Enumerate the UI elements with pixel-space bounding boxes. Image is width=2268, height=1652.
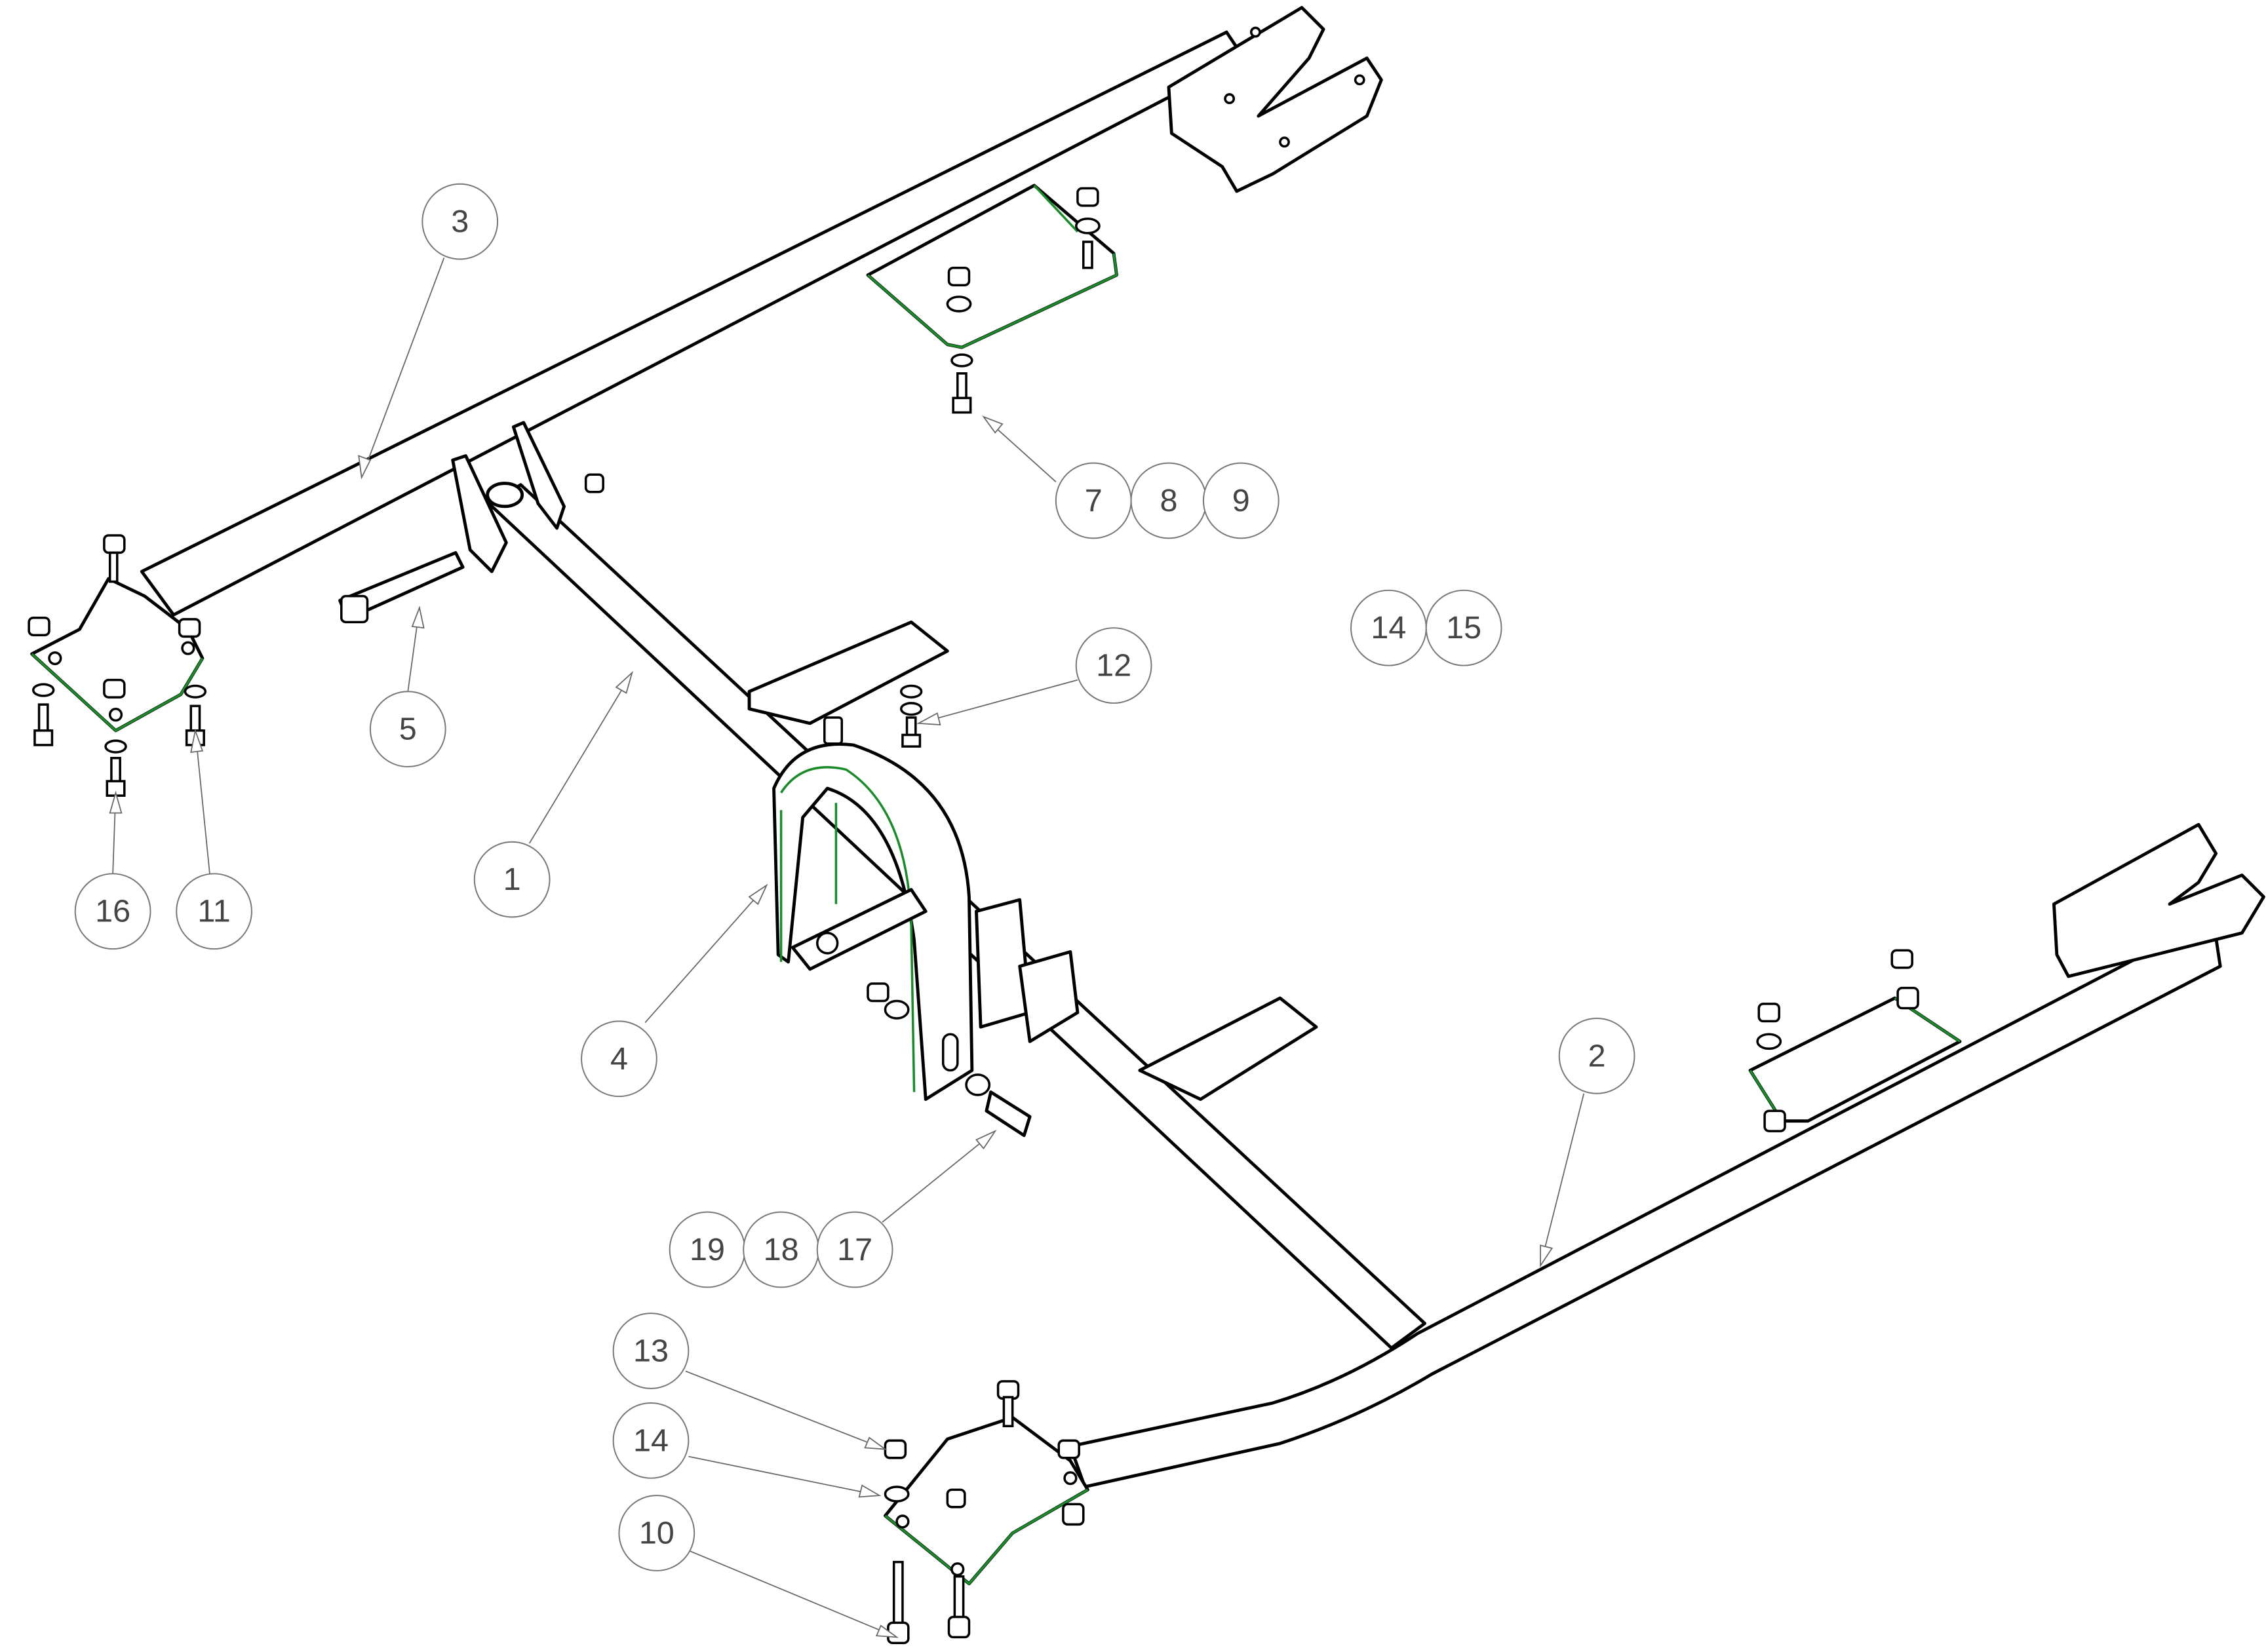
svg-text:5: 5 — [399, 712, 417, 747]
svg-text:11: 11 — [197, 894, 230, 929]
svg-text:14: 14 — [633, 1423, 669, 1458]
callout-16: 16 — [74, 873, 151, 950]
svg-text:9: 9 — [1232, 483, 1250, 518]
upper-mount-plate — [866, 183, 1118, 414]
svg-text:19: 19 — [690, 1232, 725, 1267]
svg-text:3: 3 — [451, 204, 469, 239]
lower-mount-bracket — [884, 1380, 1089, 1645]
callout-19: 19 — [669, 1211, 746, 1288]
hitch-hoop-4 — [772, 742, 1080, 1138]
svg-text:8: 8 — [1160, 483, 1177, 518]
svg-text:7: 7 — [1085, 483, 1103, 518]
svg-text:1: 1 — [503, 862, 521, 897]
callout-18: 18 — [743, 1211, 819, 1288]
leader-lines — [109, 257, 1585, 1638]
svg-text:13: 13 — [633, 1334, 669, 1369]
callout-15: 15 — [1425, 589, 1502, 666]
svg-text:16: 16 — [95, 894, 130, 929]
side-rail-2 — [1068, 822, 2265, 1489]
callout-5: 5 — [369, 691, 446, 768]
svg-text:14: 14 — [1371, 610, 1406, 645]
side-rail-3 — [140, 6, 1383, 617]
callout-2: 2 — [1558, 1017, 1635, 1094]
svg-text:17: 17 — [837, 1232, 872, 1267]
left-mount-bracket — [28, 534, 207, 797]
svg-text:18: 18 — [764, 1232, 799, 1267]
callout-11: 11 — [176, 873, 252, 950]
callout-12: 12 — [1075, 627, 1152, 704]
callout-13: 13 — [612, 1313, 690, 1389]
callout-10: 10 — [618, 1495, 695, 1571]
callout-1: 1 — [473, 841, 551, 918]
callout-9: 9 — [1202, 462, 1280, 539]
callout-17: 17 — [816, 1211, 893, 1288]
callout-7: 7 — [1055, 462, 1132, 539]
mid-plates — [747, 620, 1318, 1101]
callout-8: 8 — [1130, 462, 1207, 539]
svg-text:4: 4 — [610, 1041, 628, 1077]
svg-text:15: 15 — [1446, 610, 1481, 645]
svg-text:10: 10 — [639, 1516, 675, 1551]
callout-14-lower: 14 — [612, 1402, 690, 1479]
svg-text:12: 12 — [1096, 648, 1131, 683]
callout-14: 14 — [1350, 589, 1427, 666]
callout-4: 4 — [581, 1020, 657, 1098]
callout-3: 3 — [421, 183, 499, 260]
svg-text:2: 2 — [1588, 1038, 1606, 1073]
